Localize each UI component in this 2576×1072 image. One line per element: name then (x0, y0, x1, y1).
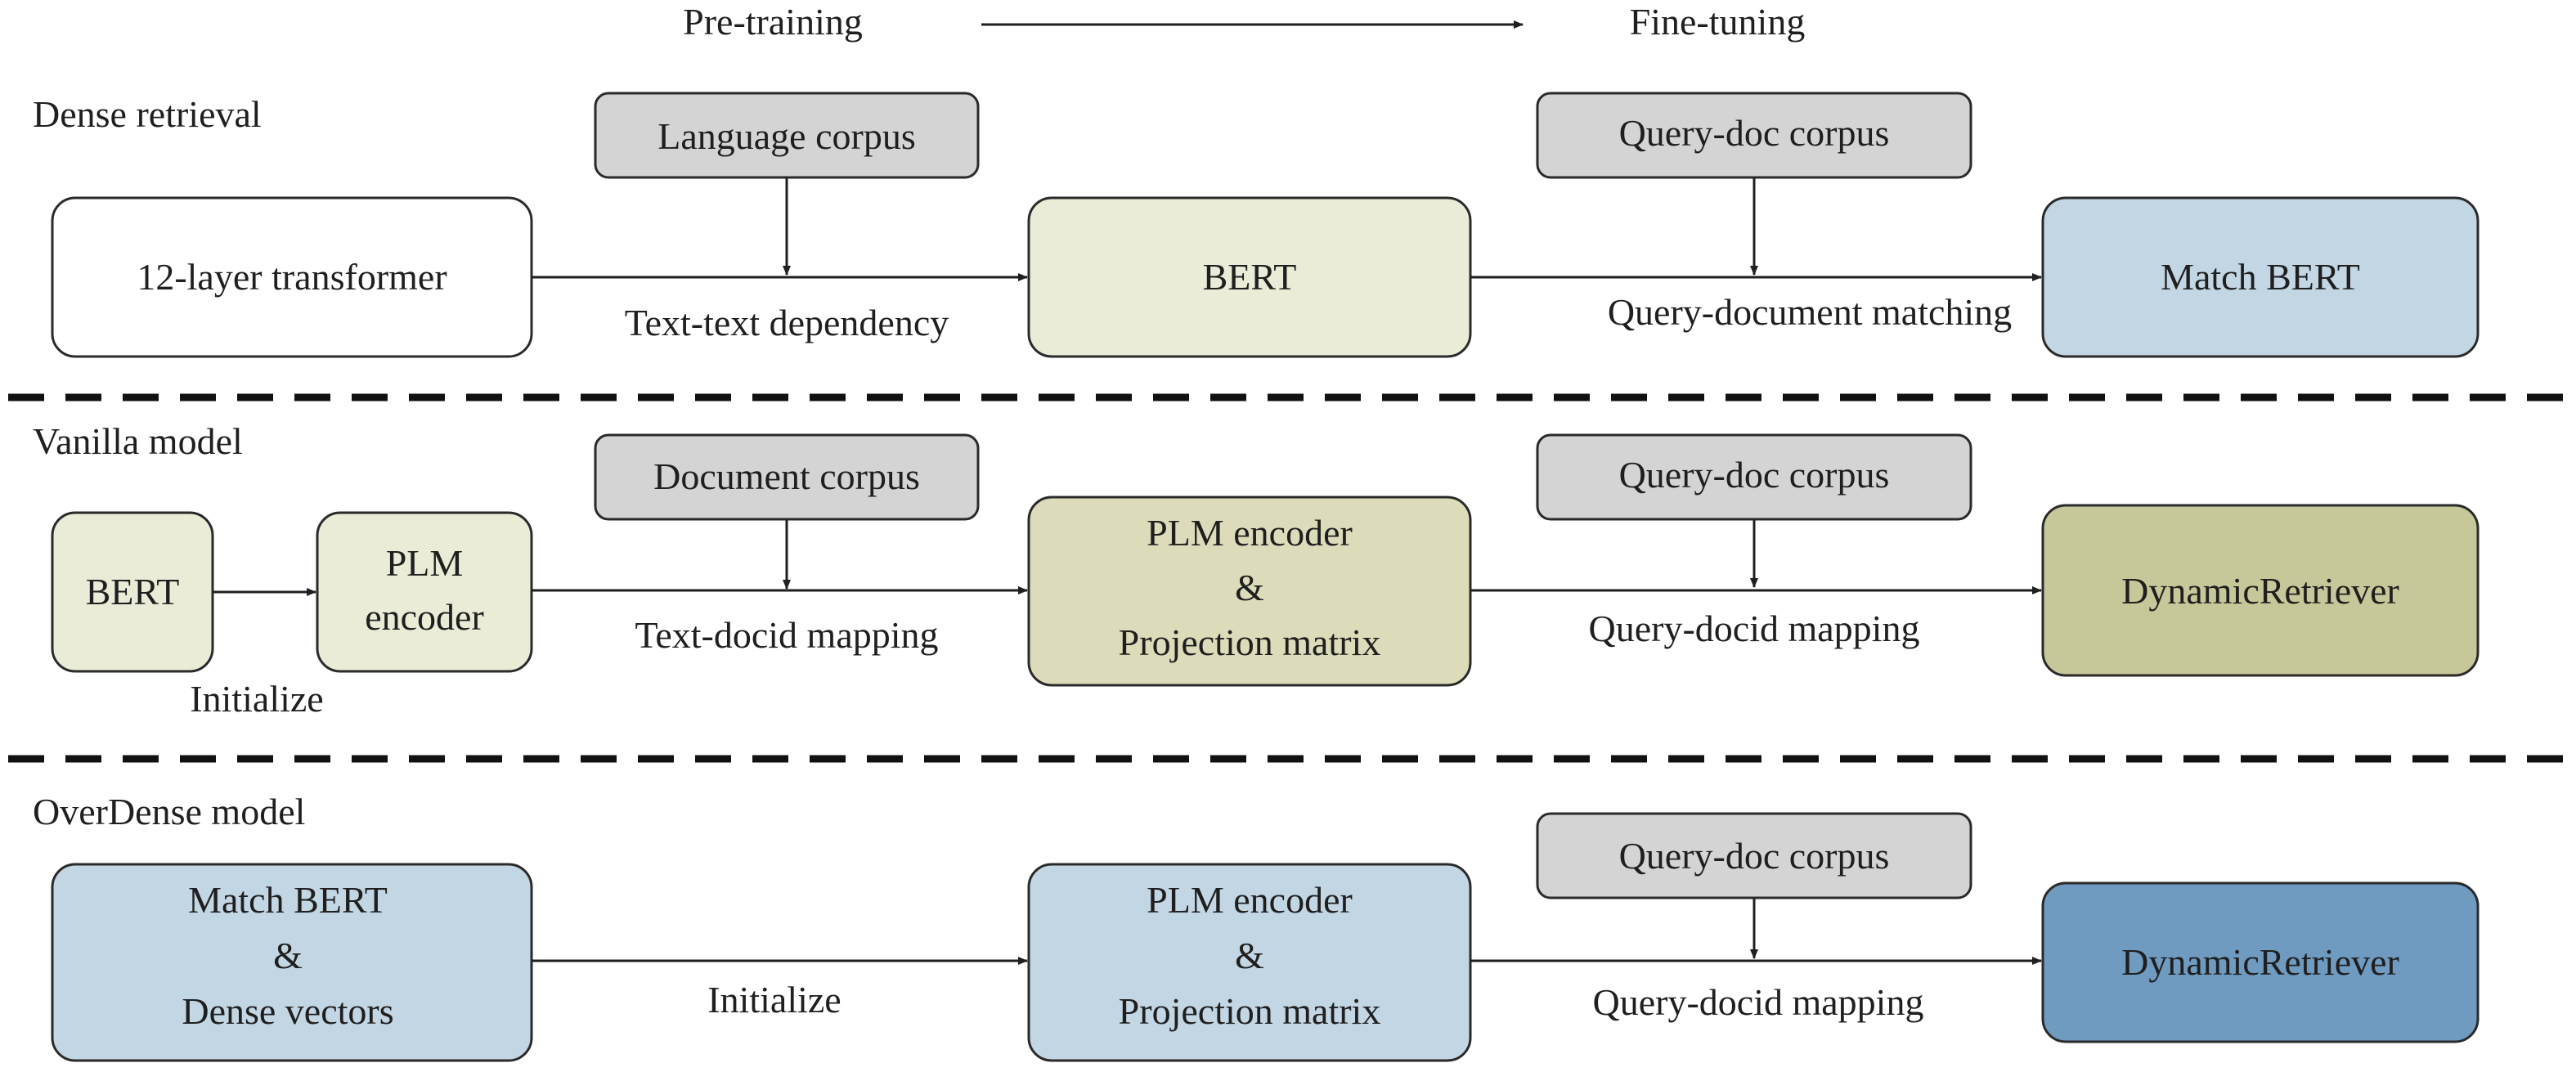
match-bert-label: Match BERT (2161, 256, 2360, 298)
overdense-plm-projection-line3: Projection matrix (1119, 990, 1381, 1032)
overdense-dynamic-retriever-box (2041, 881, 2480, 1043)
vanilla-plm-label-line2: encoder (365, 596, 484, 638)
overdense-initialize-label: Initialize (707, 979, 841, 1020)
vanilla-dynamic-retriever-label: DynamicRetriever (2121, 570, 2399, 612)
vanilla-plm-encoder-box (316, 511, 533, 673)
vanilla-plm-projection-line1: PLM encoder (1147, 512, 1353, 554)
overdense-box-a-line2: & (273, 935, 303, 976)
text-text-dependency-label: Text-text dependency (625, 302, 949, 343)
dense-query-doc-corpus-label: Query-doc corpus (1619, 112, 1890, 154)
vanilla-initialize-label: Initialize (190, 678, 323, 720)
vanilla-plm-projection-line2: & (1235, 567, 1264, 608)
overdense-plm-projection-box (1027, 863, 1472, 1062)
dense-bert-label: BERT (1203, 256, 1297, 298)
vanilla-bert-label: BERT (86, 571, 180, 612)
overdense-box-a-line3: Dense vectors (182, 990, 393, 1032)
match-bert-box (2041, 196, 2480, 358)
overdense-query-docid-mapping-label: Query-docid mapping (1593, 981, 1924, 1023)
overdense-matchbert-vectors-box (51, 863, 533, 1062)
header-pretraining-label: Pre-training (683, 1, 863, 43)
document-corpus-label: Document corpus (653, 455, 920, 497)
overdense-plm-projection-line2: & (1235, 935, 1264, 976)
vanilla-query-doc-corpus-label: Query-doc corpus (1619, 454, 1890, 496)
vanilla-query-docid-mapping-label: Query-docid mapping (1589, 608, 1920, 649)
overdense-plm-projection-line1: PLM encoder (1147, 879, 1353, 921)
vanilla-model-title: Vanilla model (33, 420, 243, 462)
dense-retrieval-title: Dense retrieval (33, 93, 262, 135)
vanilla-dynamic-retriever-box (2041, 504, 2480, 677)
overdense-query-doc-corpus-label: Query-doc corpus (1619, 835, 1890, 877)
vanilla-plm-projection-line3: Projection matrix (1119, 621, 1381, 663)
dense-transformer-label: 12-layer transformer (137, 256, 447, 298)
language-corpus-label: Language corpus (657, 115, 916, 157)
header-finetuning-label: Fine-tuning (1630, 1, 1806, 43)
text-docid-mapping-label: Text-docid mapping (635, 614, 938, 656)
overdense-dynamic-retriever-label: DynamicRetriever (2121, 941, 2399, 983)
overdense-model-title: OverDense model (33, 791, 305, 832)
vanilla-plm-label-line1: PLM (386, 542, 464, 584)
overdense-box-a-line1: Match BERT (188, 879, 388, 921)
query-document-matching-label: Query-document matching (1608, 291, 2012, 333)
